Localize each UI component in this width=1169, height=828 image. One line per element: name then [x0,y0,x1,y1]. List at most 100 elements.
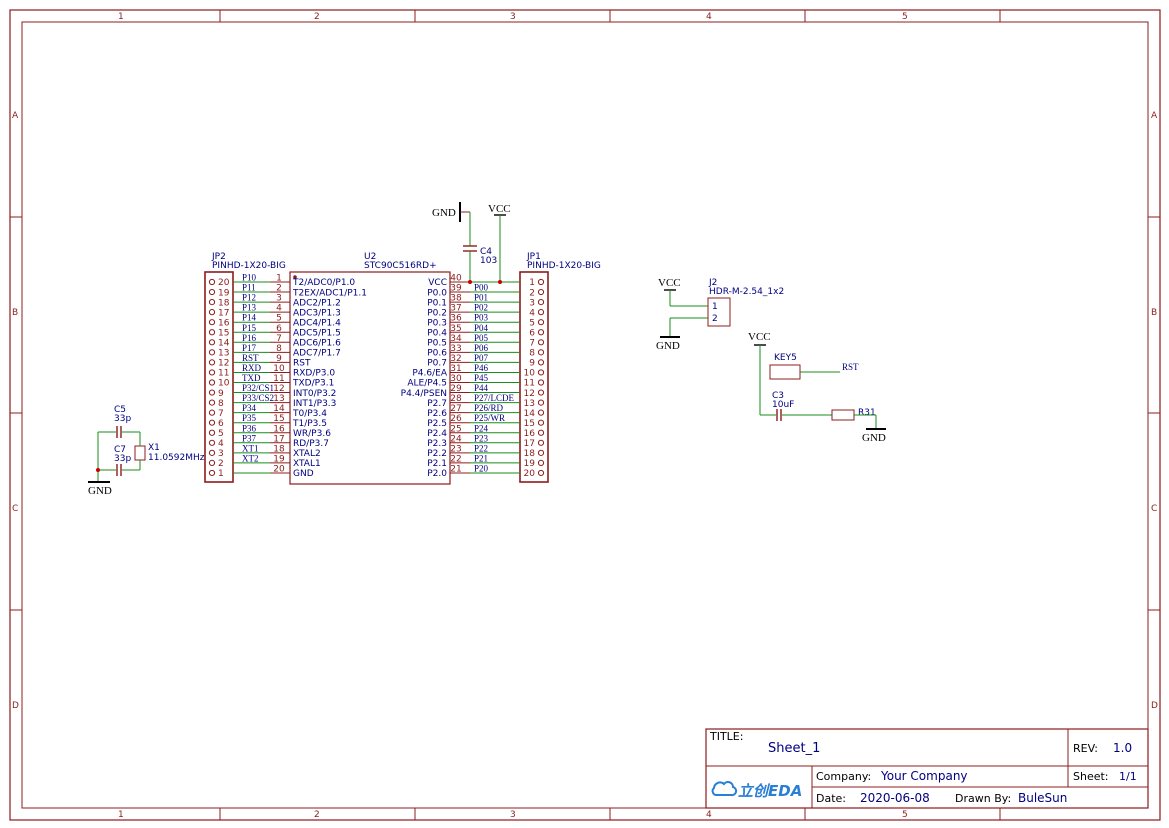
crystal-circuit: C5 33p C7 33p GND X1 11.0592MHz [88,405,205,497]
u2-pin-number: 31 [450,364,461,374]
row-label-b-right: B [1151,308,1157,318]
jp1-pin-number: 2 [529,288,535,298]
jp2-pin-pad [208,369,216,376]
u2-pin-number: 32 [450,354,461,364]
jp1-net-label: P44 [474,383,489,393]
lceda-logo: 立创EDA [711,781,802,800]
jp2-net-label: RXD [242,363,262,373]
jp1-net-label: P05 [474,333,489,343]
u2-pin-name: P2.7 [427,399,447,409]
u2-pin-number: 23 [450,444,461,454]
u2-pin-number: 19 [273,454,285,464]
jp2-net-label: P32/CS1 [242,383,274,393]
jp1-pin-number: 11 [524,379,535,389]
jp2-net-label: P14 [242,313,257,323]
u2-pin-number: 22 [450,454,461,464]
title-label: TITLE: [709,730,743,743]
c4-ref: C4 [480,247,492,257]
jp1-net-label: P46 [474,363,489,373]
u2-pin-name: P0.4 [427,328,447,338]
jp1-pin-pad [537,278,545,286]
zone-ticks [10,10,1160,820]
jp2-header: JP2 PINHD-1X20-BIG 20P1019P1118P1217P131… [204,252,286,483]
jp1-pin-number: 8 [529,349,535,359]
u2-pin-name: ADC4/P1.4 [293,318,341,328]
jp2-pin-number: 12 [218,359,229,369]
jp1-header: JP1 PINHD-1X20-BIG 12P003P014P025P036P04… [470,252,601,483]
row-label-b: B [12,308,18,318]
jp1-net-label: P25/WR [474,413,505,423]
jp1-pin-pad [537,329,545,336]
x1-value: 11.0592MHz [148,453,205,463]
c7-ref: C7 [114,445,126,455]
row-label-c-right: C [1151,504,1157,514]
sheet-label: Sheet: [1073,770,1109,783]
row-label-d: D [12,701,19,711]
u2-pin-name: P2.3 [427,439,447,449]
col-label-4-bottom: 4 [706,810,712,820]
u2-pin-number: 6 [276,324,282,334]
u2-pin-name: VCC [428,278,447,288]
jp1-net-label: P03 [474,313,489,323]
gnd-label-j2: GND [656,340,680,352]
jp1-net-label: P22 [474,443,488,453]
jp2-pin-number: 13 [218,349,229,359]
jp1-pins: 12P003P014P025P036P047P058P069P0710P4611… [470,278,545,479]
jp2-pin-pad [208,339,216,346]
jp2-pins: 20P1019P1118P1217P1316P1415P1514P1613P17… [208,273,274,479]
jp2-pin-number: 10 [218,379,230,389]
jp2-net-label: P12 [242,293,256,303]
jp2-pin-pad [208,419,216,426]
jp2-pin-number: 18 [218,298,230,308]
jp1-pin-pad [537,369,545,376]
u2-pin-number: 36 [450,314,462,324]
jp2-pin-pad [208,349,216,356]
jp2-pin-number: 19 [218,288,230,298]
u2-pin-number: 28 [450,394,462,404]
u2-pin-name: P0.6 [427,349,447,359]
jp1-pin-number: 17 [524,439,535,449]
jp1-pin-pad [537,379,545,386]
u2-pin-number: 4 [276,304,282,314]
jp1-pin-number: 3 [529,298,535,308]
row-label-a-right: A [1151,111,1158,121]
r31-ref: R31 [858,408,876,418]
u2-pin-number: 21 [450,464,461,474]
jp2-pin-pad [208,319,216,326]
c5-ref: C5 [114,405,126,415]
u2-pin-name: WR/P3.6 [293,429,331,439]
jp2-pin-number: 11 [218,369,229,379]
jp1-pin-pad [537,299,545,306]
jp2-net-label: P36 [242,423,257,433]
u2-pin-name: ADC2/P1.2 [293,298,341,308]
gnd-label-reset: GND [862,432,886,444]
col-label-2-bottom: 2 [314,810,320,820]
u2-pin-name: RD/P3.7 [293,439,329,449]
jp1-net-label: P24 [474,423,489,433]
u2-pin-name: RXD/P3.0 [293,369,335,379]
row-label-c: C [12,504,18,514]
u2-pin-number: 26 [450,414,462,424]
jp1-value: PINHD-1X20-BIG [527,261,601,271]
u2-pin-number: 8 [276,344,282,354]
u2-pin-name: P2.2 [427,449,447,459]
row-label-a: A [12,111,19,121]
jp1-pin-pad [537,288,545,296]
col-label-1: 1 [118,12,124,22]
jp2-net-label: P17 [242,343,257,353]
u2-pin-name: T2/ADC0/P1.0 [292,278,355,288]
drawn-label: Drawn By: [955,792,1011,805]
svg-text:1: 1 [712,302,718,312]
jp1-net-label: P26/RD [474,403,504,413]
jp2-value: PINHD-1X20-BIG [212,261,286,271]
key5-ref: KEY5 [774,353,797,363]
u2-pin-number: 13 [273,394,284,404]
jp1-net-label: P45 [474,373,489,383]
c3-ref: C3 [772,391,784,401]
jp2-pin-pad [208,278,216,286]
title-value: Sheet_1 [768,741,820,756]
jp1-pin-pad [537,309,545,316]
u2-pin-name: GND [293,469,314,479]
jp2-pin-number: 15 [218,328,229,338]
